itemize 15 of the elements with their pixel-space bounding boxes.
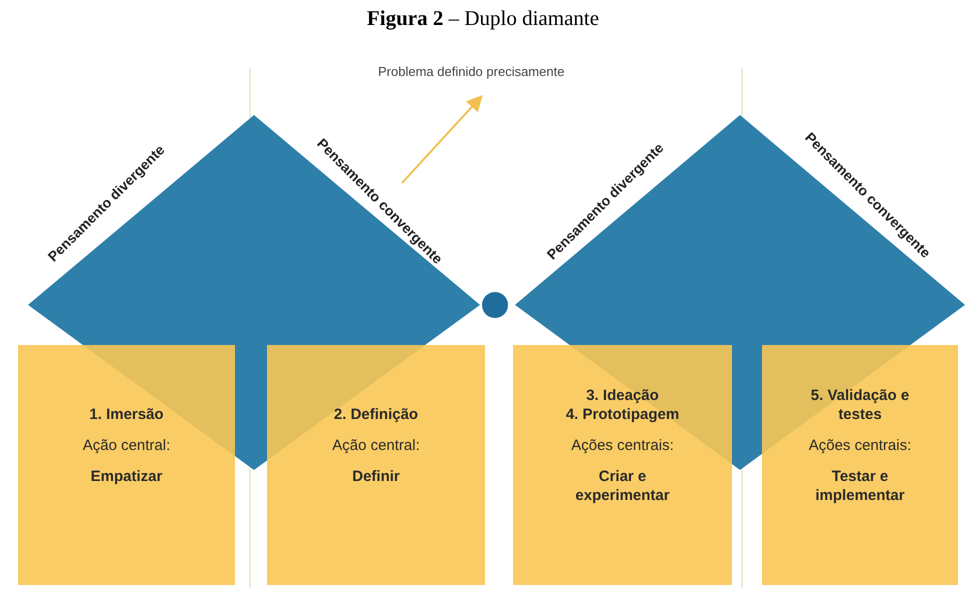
annotation-text: Problema definido precisamente [378, 64, 564, 79]
figure-title: Figura 2 – Duplo diamante [366, 6, 600, 30]
action-text: Definir [352, 466, 400, 486]
phase-title: 5. Validação e testes [810, 386, 910, 424]
phase-title: 2. Definição [334, 404, 418, 424]
action-text: Testar e implementar [814, 466, 906, 504]
phase-title: 1. Imersão [89, 404, 164, 424]
phase-title: 3. Ideação [586, 386, 659, 404]
phase-title: 4. Prototipagem [566, 404, 680, 424]
action-label: Ação central: [82, 436, 170, 454]
action-text: Criar e experimentar [574, 466, 671, 504]
action-label: Ações centrais: [808, 436, 912, 454]
action-text: Empatizar [90, 466, 162, 486]
action-label: Ação central: [332, 436, 420, 454]
action-label: Ações centrais: [571, 436, 674, 454]
